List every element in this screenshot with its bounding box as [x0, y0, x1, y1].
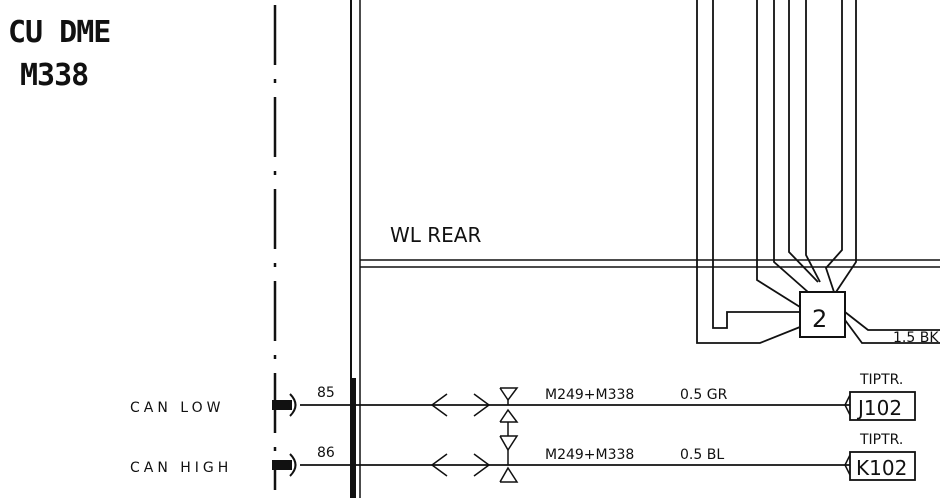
harness-can-high: M249+M338	[545, 447, 634, 463]
signal-can-high: CAN HIGH	[130, 460, 232, 476]
twist-symbol-can-high	[499, 422, 519, 483]
splice-output-wire-lower	[844, 319, 940, 344]
target-arrow-can-high	[844, 454, 851, 476]
pin-terminal-can-high	[289, 453, 297, 477]
splice-number: 2	[812, 305, 827, 333]
pin-connector-can-low	[272, 400, 292, 410]
target-box-can-low	[849, 391, 916, 421]
wire-spec-can-high: 0.5 BL	[680, 447, 724, 463]
splice-output-wire	[844, 311, 940, 331]
section-label: WL REAR	[390, 223, 481, 247]
component-title-line2: M338	[20, 58, 88, 93]
target-label-can-high: TIPTR.	[859, 432, 903, 448]
plug-symbol-can-high	[430, 453, 491, 477]
signal-can-low: CAN LOW	[130, 400, 224, 416]
target-label-can-low: TIPTR.	[859, 372, 903, 388]
pin-terminal-can-low	[289, 393, 297, 417]
splice-wire-label: 1.5 BK	[893, 330, 939, 346]
component-title-line1: CU DME	[8, 15, 110, 50]
splice-wire-bundle	[696, 0, 857, 344]
target-arrow-can-low	[844, 394, 851, 416]
pin-connector-can-high	[272, 460, 292, 470]
pin-number-can-high: 86	[317, 445, 335, 461]
target-id-can-low: J102	[856, 396, 902, 420]
target-box-can-high	[849, 451, 916, 481]
target-id-can-high: K102	[856, 456, 907, 480]
wire-spec-can-low: 0.5 GR	[680, 387, 728, 403]
splice-box	[799, 291, 846, 338]
connector-bar	[350, 378, 356, 498]
plug-symbol-can-low	[430, 393, 491, 417]
pin-number-can-low: 85	[317, 385, 335, 401]
harness-can-low: M249+M338	[545, 387, 634, 403]
